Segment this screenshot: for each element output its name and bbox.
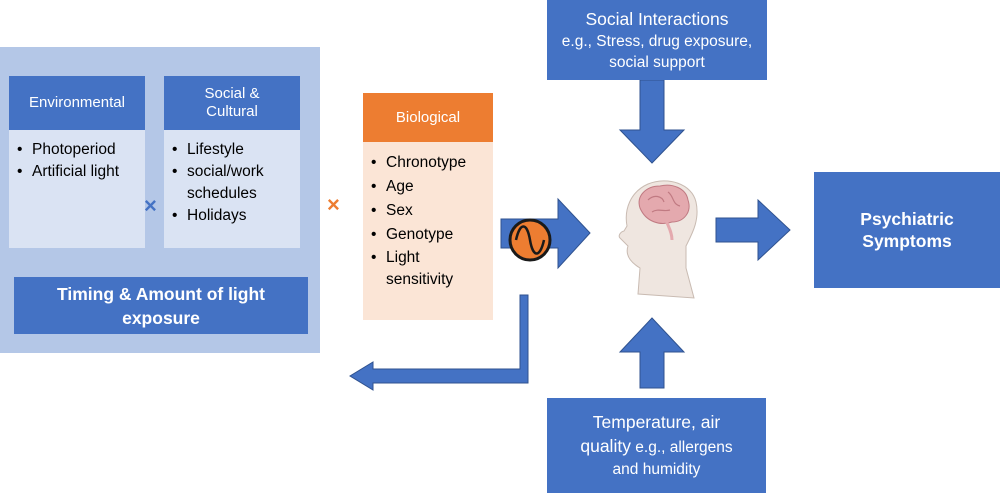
list-item: Chronotype <box>371 151 493 175</box>
social-cultural-list-box: Lifestyle social/work schedules Holidays <box>164 130 300 248</box>
environmental-list-box: Photoperiod Artificial light <box>9 130 145 248</box>
social-cultural-header: Social & Cultural <box>164 76 300 130</box>
list-item: Photoperiod <box>17 139 145 161</box>
environmental-title: Environmental <box>29 94 125 111</box>
social-interactions-title: Social Interactions <box>585 9 729 29</box>
biological-title: Biological <box>395 109 461 126</box>
social-interactions-detail: e.g., Stress, drug exposure, social supp… <box>561 33 753 71</box>
psychiatric-symptoms-label: Psychiatric Symptoms <box>860 209 954 251</box>
social-cultural-title: Social & Cultural <box>204 85 260 120</box>
psychiatric-symptoms-box: Psychiatric Symptoms <box>814 172 1000 288</box>
list-item: Sex <box>371 199 493 223</box>
sine-wave-icon <box>508 218 552 262</box>
list-item: social/work schedules <box>172 161 296 205</box>
temperature-detail: e.g., allergens and humidity <box>612 438 733 478</box>
timing-label: Timing & Amount of light exposure <box>56 283 266 328</box>
list-item: Artificial light <box>17 161 145 183</box>
timing-light-exposure-box: Timing & Amount of light exposure <box>14 277 308 334</box>
list-item: Genotype <box>371 223 493 247</box>
biological-list-box: Chronotype Age Sex Genotype Light sensit… <box>363 142 493 320</box>
list-item: Age <box>371 175 493 199</box>
list-item: Lifestyle <box>172 139 296 161</box>
temperature-air-quality-box: Temperature, air quality e.g., allergens… <box>547 398 766 493</box>
multiply-icon: × <box>327 192 340 217</box>
human-head-brain-icon <box>618 180 698 299</box>
biological-list: Chronotype Age Sex Genotype Light sensit… <box>371 151 493 291</box>
arrow-right-icon <box>715 198 791 262</box>
list-item: Holidays <box>172 205 296 227</box>
feedback-arrow-icon <box>349 294 529 391</box>
environmental-list: Photoperiod Artificial light <box>17 139 145 183</box>
environmental-header: Environmental <box>9 76 145 130</box>
social-cultural-list: Lifestyle social/work schedules Holidays <box>172 139 296 227</box>
arrow-down-icon <box>618 79 686 164</box>
temperature-title: Temperature, air quality <box>580 411 721 456</box>
list-item: Light sensitivity <box>371 247 466 291</box>
arrow-up-icon <box>618 317 686 389</box>
biological-header: Biological <box>363 93 493 142</box>
social-interactions-box: Social Interactions e.g., Stress, drug e… <box>547 0 767 80</box>
multiply-icon: × <box>144 193 157 218</box>
